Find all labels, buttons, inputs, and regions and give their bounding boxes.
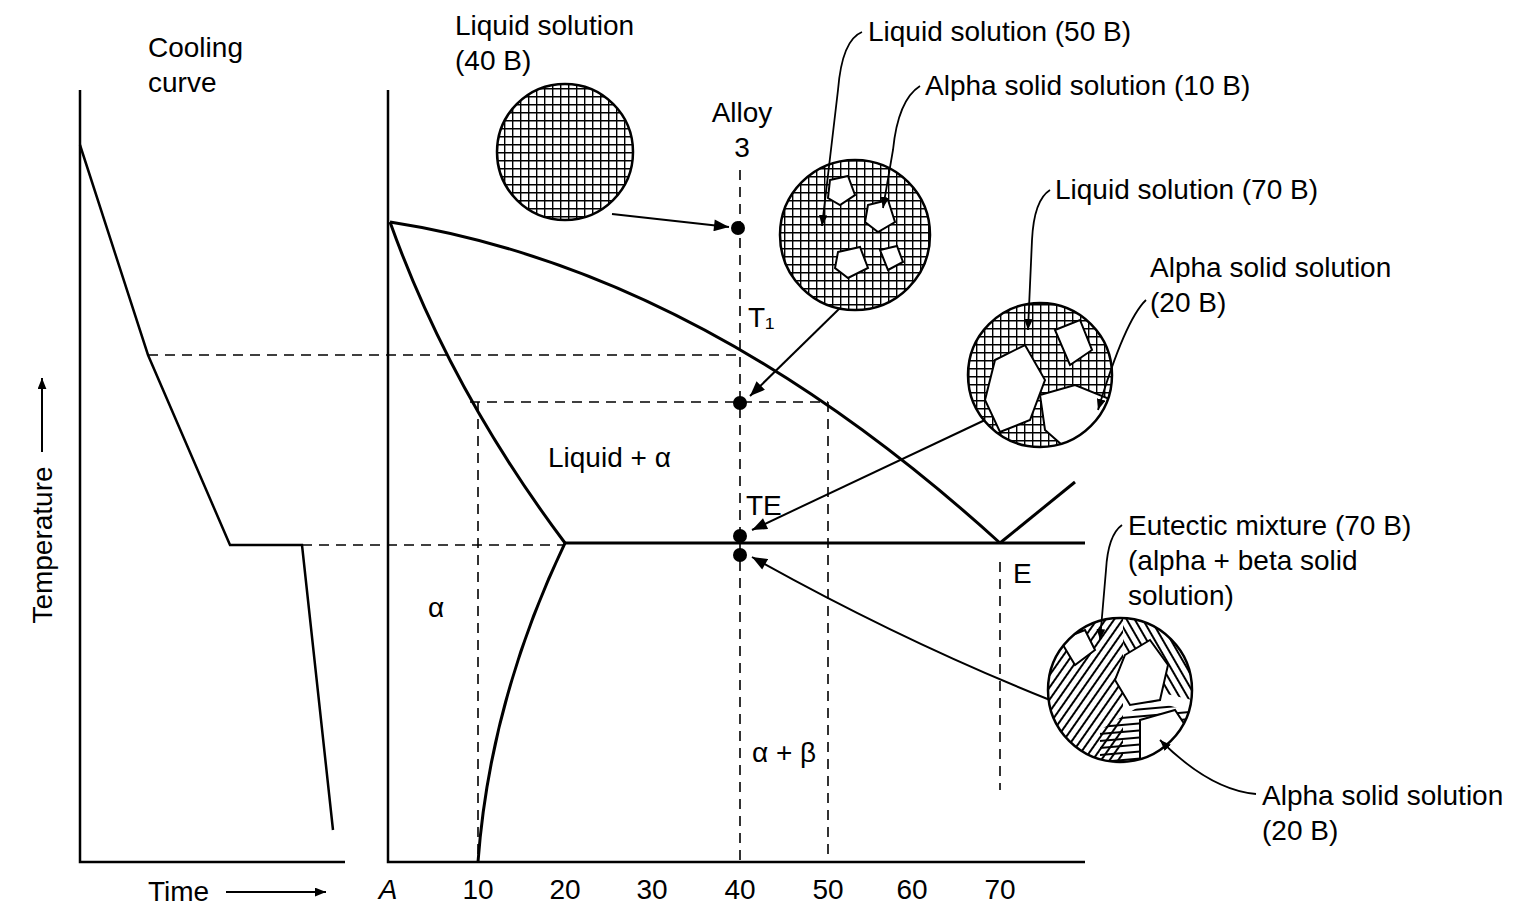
svg-path <box>985 345 1045 432</box>
svg-path <box>1028 190 1050 330</box>
temperature-mark: TE <box>746 488 782 523</box>
tick-label: 20 <box>549 872 580 907</box>
leader-lines <box>822 32 1256 794</box>
micrograph-liquid <box>497 84 633 220</box>
phase-callout: Liquid solution (50 B) <box>868 14 1131 49</box>
svg-circle <box>733 529 747 543</box>
micrograph-liquid-alpha <box>780 160 930 310</box>
svg-path <box>1055 320 1092 365</box>
svg-path <box>612 214 729 227</box>
svg-line <box>41 378 43 452</box>
tick-label: 10 <box>462 872 493 907</box>
axis-title: Time <box>148 874 209 909</box>
phase-callout: Liquid solution (40 B) <box>455 8 655 78</box>
svg-rect <box>968 303 1112 447</box>
svg-path <box>1115 640 1168 705</box>
phase-boundaries <box>390 222 1085 862</box>
region-label: Liquid + α <box>548 440 671 475</box>
tick-label: 50 <box>812 872 843 907</box>
svg-path <box>880 246 903 270</box>
tick-label: 60 <box>896 872 927 907</box>
tick-label: A <box>379 872 398 907</box>
axis-arrows <box>42 378 326 892</box>
svg-g <box>968 303 1112 452</box>
svg-circle <box>731 221 745 235</box>
tick-label: 40 <box>724 872 755 907</box>
svg-path <box>565 542 1085 545</box>
svg-path <box>883 86 920 208</box>
svg-path <box>1098 300 1146 410</box>
alloy-label: Alloy 3 <box>709 95 775 165</box>
svg-path <box>80 90 345 862</box>
svg-circle <box>968 303 1112 447</box>
temperature-mark: T₁ <box>748 300 775 335</box>
svg-path <box>302 544 565 546</box>
svg-path <box>478 543 565 862</box>
svg-g <box>780 160 930 310</box>
svg-path <box>388 90 1085 862</box>
svg-circle <box>1048 618 1192 762</box>
region-label: α <box>428 590 444 625</box>
svg-path <box>822 32 862 226</box>
alloy-points <box>731 221 747 562</box>
svg-path <box>828 176 855 205</box>
svg-circle <box>733 548 747 562</box>
svg-path <box>752 557 1050 700</box>
svg-path <box>1000 482 1075 543</box>
axis-title: Temperature <box>25 466 60 623</box>
svg-path <box>865 200 895 232</box>
svg-circle <box>780 160 930 310</box>
phase-callout: Alpha solid solution (20 B) <box>1150 250 1420 320</box>
phase-diagram-axes <box>388 90 1085 862</box>
plot-title: Cooling curve <box>148 30 258 100</box>
svg-g <box>1048 618 1195 765</box>
svg-path <box>1100 525 1122 640</box>
svg-path <box>148 354 738 356</box>
svg-path <box>470 401 828 403</box>
svg-circle <box>968 303 1112 447</box>
micrograph-eutectic-solid <box>1048 618 1195 765</box>
svg-path <box>739 170 741 862</box>
micrograph-eutectic-temperature <box>968 303 1112 452</box>
svg-path <box>752 420 985 530</box>
svg-path <box>1060 630 1095 665</box>
svg-path <box>80 145 333 830</box>
pointer-arrows <box>612 214 1050 700</box>
phase-callout: Alpha solid solution (10 B) <box>925 68 1250 103</box>
phase-callout: Alpha solid solution (20 B) <box>1262 778 1532 848</box>
tick-label: 70 <box>984 872 1015 907</box>
svg-circle <box>497 84 633 220</box>
svg-path <box>999 562 1001 790</box>
phase-callout: Liquid solution (70 B) <box>1055 172 1318 207</box>
svg-line <box>226 891 326 893</box>
svg-rect <box>780 160 930 310</box>
region-label: α + β <box>752 735 816 770</box>
svg-circle <box>780 160 930 310</box>
svg-circle <box>733 396 747 410</box>
phase-callout: Eutectic mixture (70 B) (alpha + beta so… <box>1128 508 1448 613</box>
svg-path <box>477 402 479 862</box>
svg-path <box>827 402 829 862</box>
svg-path <box>1160 740 1256 794</box>
point-label: E <box>1013 556 1032 591</box>
tick-label: 30 <box>636 872 667 907</box>
svg-path <box>835 247 868 278</box>
svg-path <box>1040 385 1112 452</box>
svg-circle <box>1048 618 1192 762</box>
cooling-curve-plot <box>80 90 345 862</box>
